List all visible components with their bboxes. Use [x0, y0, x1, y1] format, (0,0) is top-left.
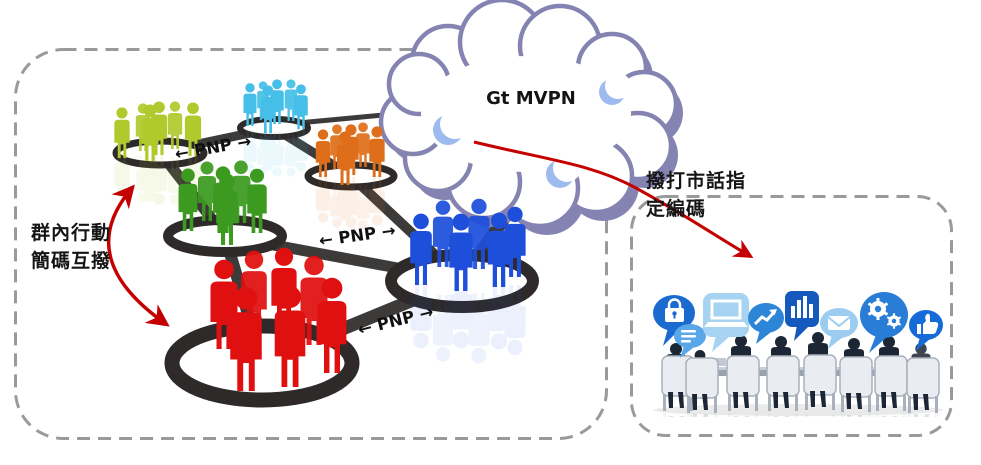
note-intra-group-dialing: 群內行動 簡碼互撥: [31, 222, 112, 272]
cloud-accents: [433, 73, 631, 188]
person-figure: [356, 122, 370, 167]
chat-lines-icon: [681, 330, 696, 343]
dial-landline-arrow: [473, 140, 754, 258]
speech-bubble-gears: [860, 292, 908, 353]
chair: [906, 357, 940, 413]
speech-bubble-envelope: [820, 308, 858, 349]
envelope-icon: [827, 316, 851, 330]
speech-bubble-bar-chart: [785, 291, 819, 341]
meeting-scene: [653, 291, 943, 416]
chair: [874, 355, 908, 411]
intra-group-dial-arrow: [107, 184, 170, 327]
ring-lime: [112, 137, 208, 169]
pnp-label-2: ← PNP →: [318, 221, 397, 251]
cloud-label: Gt MVPN: [486, 88, 576, 109]
speech-bubble-laptop: [703, 293, 749, 352]
chair: [685, 357, 719, 413]
mvpn-group-boundary: [14, 48, 608, 440]
speech-bubble-thumbs-up: [909, 310, 943, 351]
trend-line-icon: [753, 309, 777, 326]
lock-icon: [665, 298, 684, 322]
cloud-body: [421, 56, 631, 172]
chair: [726, 355, 760, 411]
chair: [766, 355, 800, 411]
speech-bubble-trend: [748, 303, 784, 344]
laptop-icon: [704, 299, 748, 327]
bar-chart-icon: [791, 296, 813, 318]
chair: [839, 356, 873, 412]
note-dial-landline-code: 撥打市話指 定編碼: [646, 170, 747, 220]
meeting-room-boundary: [630, 195, 953, 437]
thumbs-up-icon: [917, 313, 939, 334]
gears-icon: [867, 298, 902, 329]
speech-bubbles: [653, 291, 943, 358]
chair: [803, 354, 837, 410]
cloud-gt-mvpn: Gt MVPN: [378, 0, 683, 235]
speech-bubble-chat: [674, 324, 706, 358]
chairs: [661, 354, 940, 413]
